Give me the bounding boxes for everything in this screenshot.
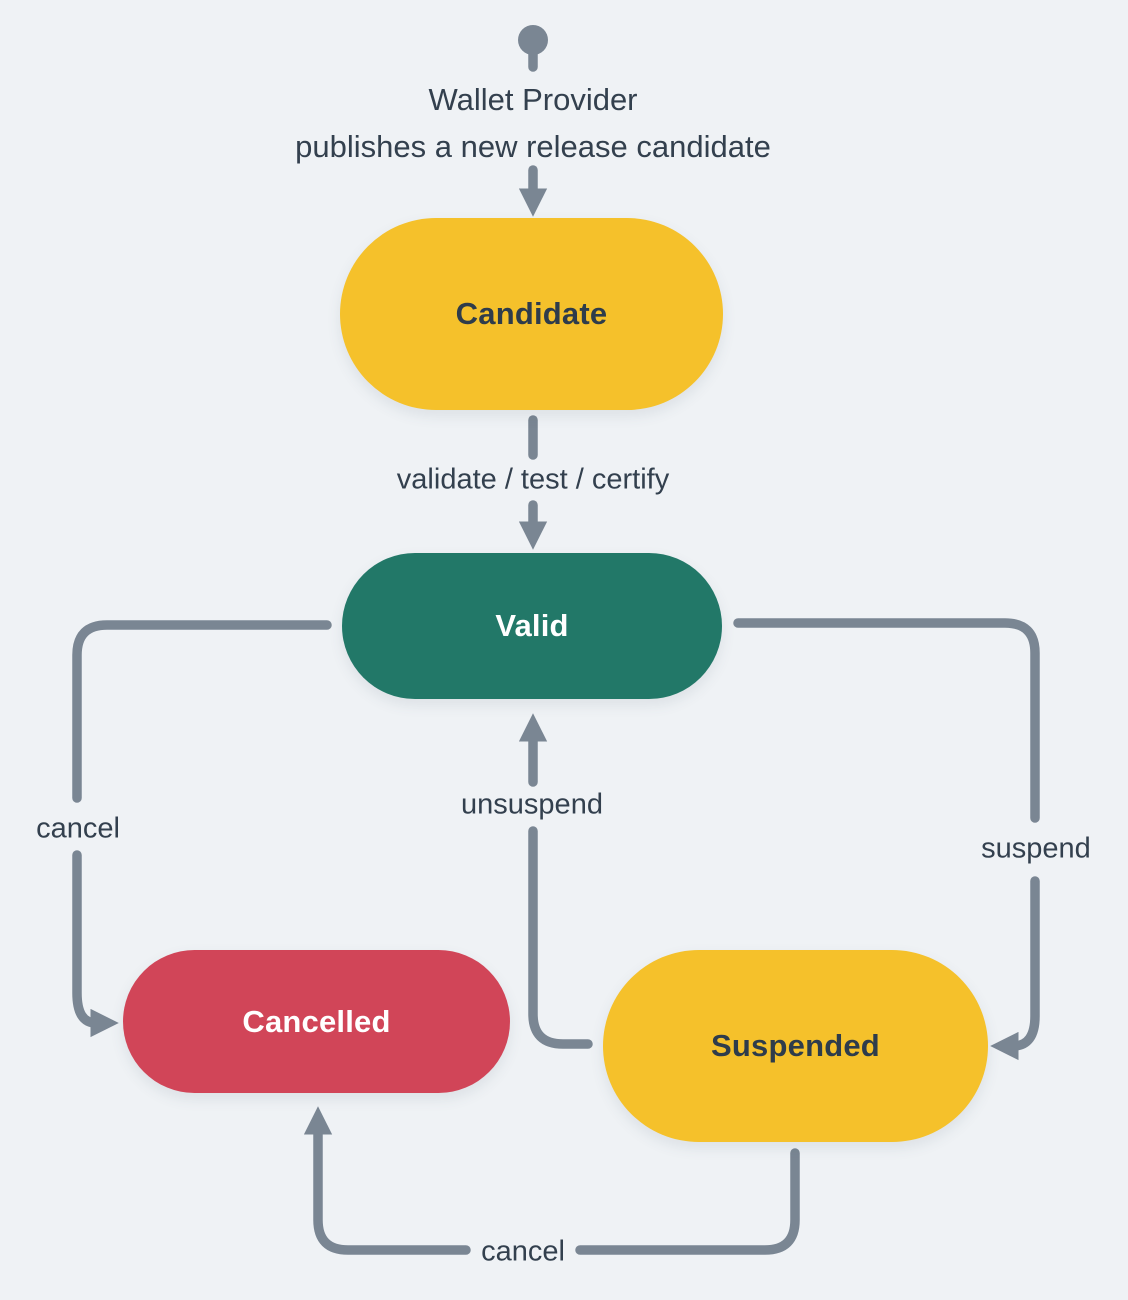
edge-cancel-bottom-segment-right <box>575 1148 800 1255</box>
edge-label-cancel-bottom: cancel <box>481 1235 565 1268</box>
edge-label-suspend: suspend <box>981 832 1091 865</box>
start-node-icon <box>518 25 548 55</box>
edge-unsuspend-segment-bottom <box>528 826 593 1049</box>
edge-cancel-left-segment-top <box>72 620 332 803</box>
state-node-suspended-label: Suspended <box>711 1028 880 1063</box>
edge-label-cancel-left: cancel <box>36 812 120 845</box>
state-node-candidate-label: Candidate <box>455 296 608 331</box>
edge-cancel-left-arrow <box>72 850 119 1038</box>
state-node-cancelled-label: Cancelled <box>242 1003 391 1039</box>
state-node-valid: Valid <box>342 553 722 699</box>
edge-label-unsuspend: unsuspend <box>461 788 603 821</box>
edge-suspend-arrow <box>990 876 1040 1061</box>
state-node-suspended: Suspended <box>603 950 988 1142</box>
state-node-candidate: Candidate <box>340 218 723 410</box>
intro-caption: Wallet Provider publishes a new release … <box>295 76 771 170</box>
state-node-cancelled: Cancelled <box>123 950 510 1093</box>
intro-caption-line1: Wallet Provider <box>428 82 638 117</box>
edge-suspend-segment-top <box>733 618 1040 823</box>
state-node-valid-label: Valid <box>495 608 569 643</box>
intro-caption-line2: publishes a new release candidate <box>295 129 771 164</box>
edge-cancel-bottom-arrow <box>303 1106 471 1255</box>
edge-label-validate: validate / test / certify <box>396 463 670 496</box>
